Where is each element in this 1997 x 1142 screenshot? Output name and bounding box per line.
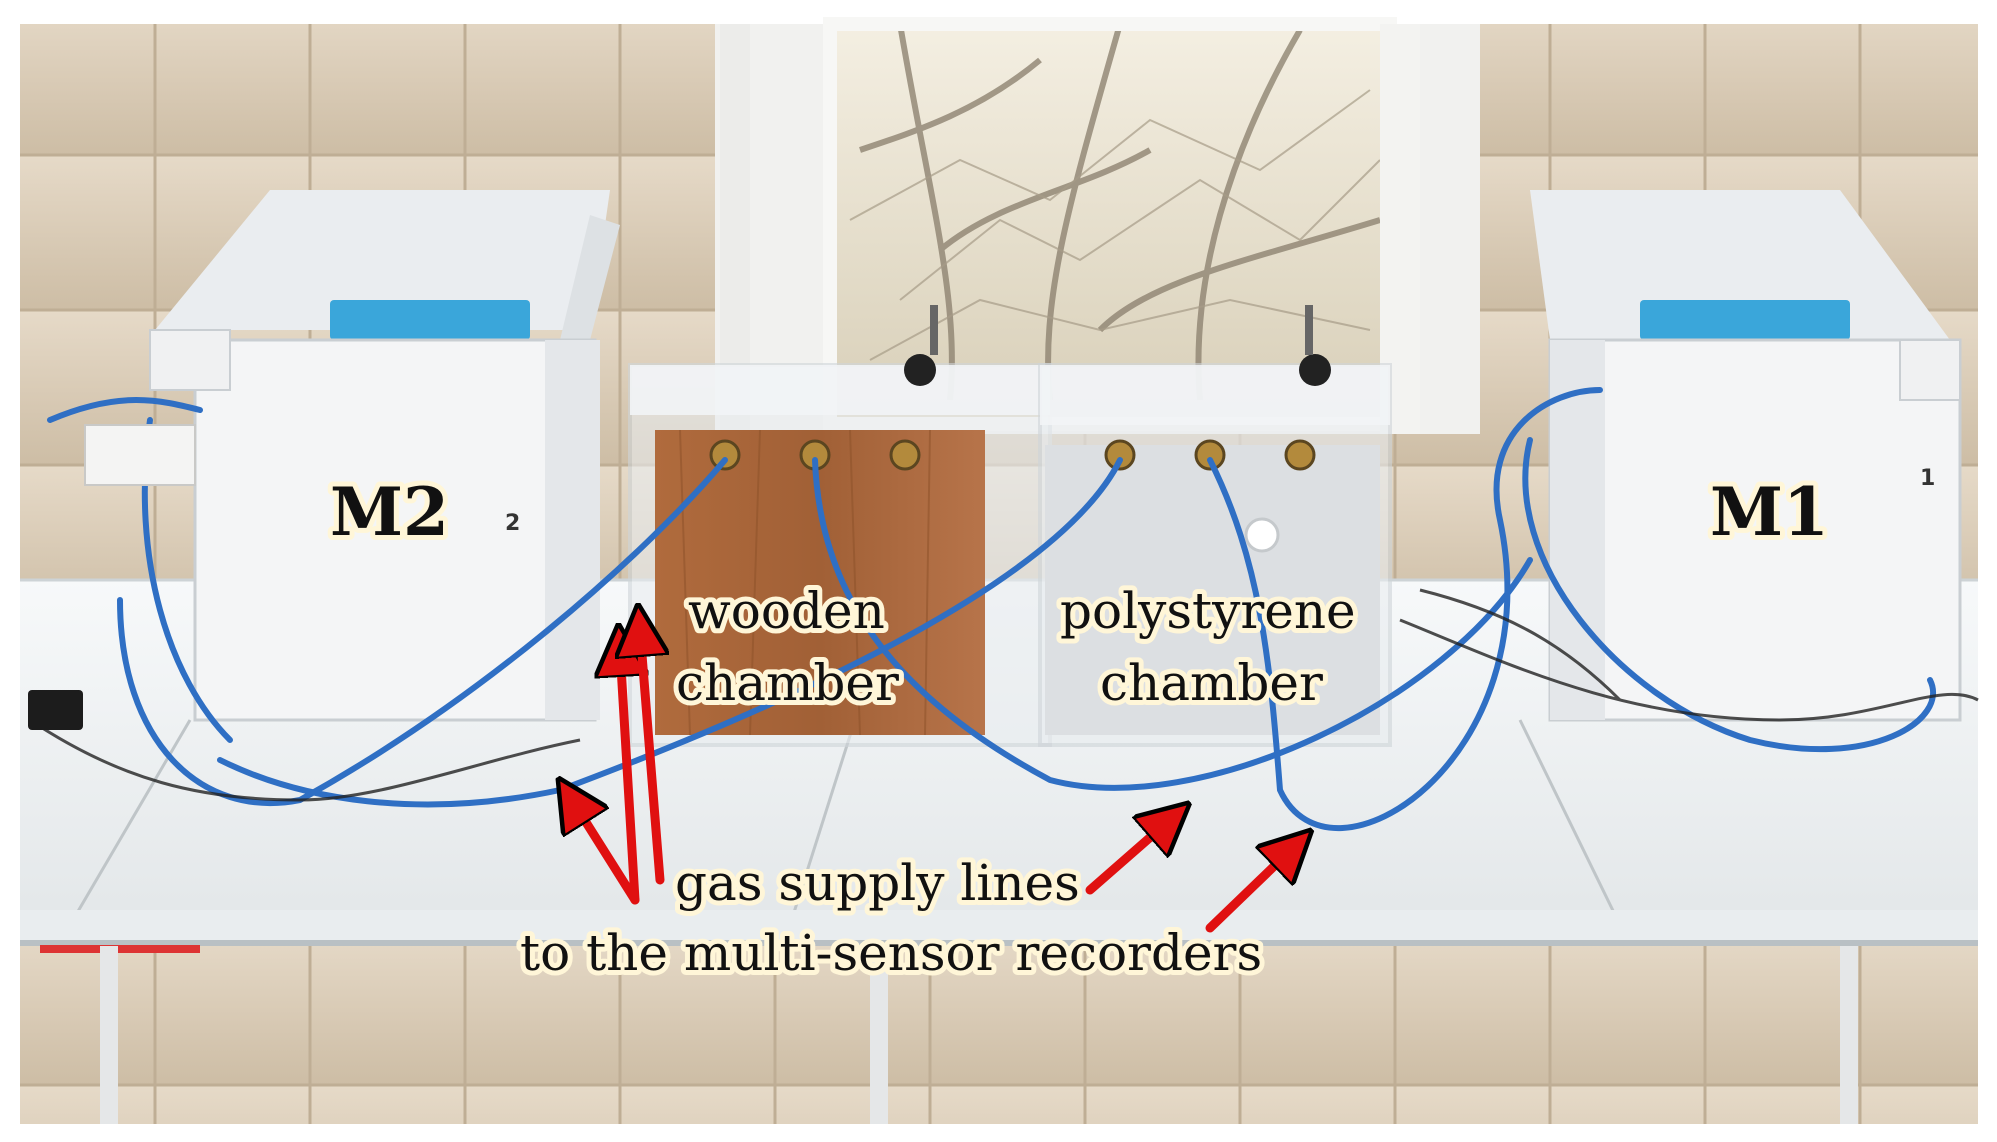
polystyrene-chamber (1038, 305, 1392, 747)
gas-tubes (47, 387, 1936, 832)
wall-socket (84, 424, 196, 486)
arrow-left-tall-2 (640, 630, 660, 885)
arrow-left-tall-1 (620, 650, 635, 905)
label-m2: M2 (330, 473, 449, 551)
label-m1: M1 (1710, 473, 1829, 551)
photo-area: 2 1 (20, 17, 1979, 1124)
label-wooden: wooden (688, 582, 885, 640)
arrow-right-1 (1085, 820, 1170, 895)
annotation-arrows (572, 630, 1293, 933)
label-to-recorders: to the multi-sensor recorders (520, 924, 1262, 982)
label-polystyrene: polystyrene (1060, 582, 1356, 640)
cables (29, 588, 1979, 802)
arrow-left-short (572, 800, 640, 905)
label-wooden-chamber: chamber (676, 654, 899, 712)
recorder-m1-number: 1 (1920, 466, 1935, 491)
arrow-right-2 (1205, 848, 1293, 933)
label-polystyrene-chamber: chamber (1100, 654, 1323, 712)
recorder-m1: 1 (1530, 190, 1962, 722)
power-adapter (28, 690, 83, 730)
label-gas-supply-lines: gas supply lines (675, 854, 1080, 912)
recorder-m2-number: 2 (505, 511, 520, 536)
recorder-m2: 2 (149, 190, 620, 722)
wooden-chamber (628, 305, 1052, 747)
